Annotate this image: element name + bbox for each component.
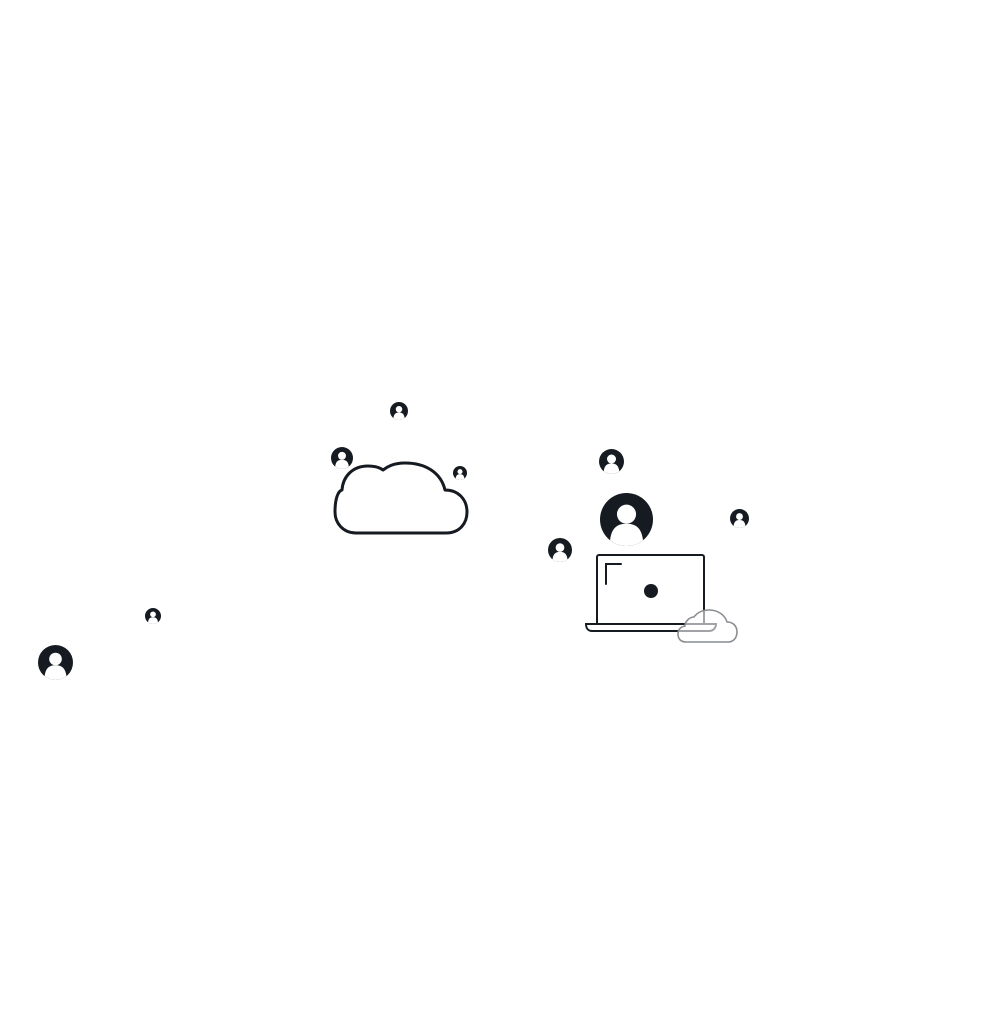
user-avatar-icon	[730, 509, 749, 529]
cloud-icon	[677, 609, 738, 643]
user-avatar-icon	[145, 608, 161, 625]
cloud-icon	[333, 461, 469, 535]
user-avatar-icon	[453, 466, 467, 481]
user-avatar-icon	[548, 538, 572, 563]
user-avatar-icon	[331, 447, 353, 470]
user-avatar-icon	[599, 449, 624, 475]
user-avatar-icon	[390, 402, 408, 421]
user-avatar-icon	[38, 645, 73, 682]
user-avatar-icon	[600, 493, 653, 549]
